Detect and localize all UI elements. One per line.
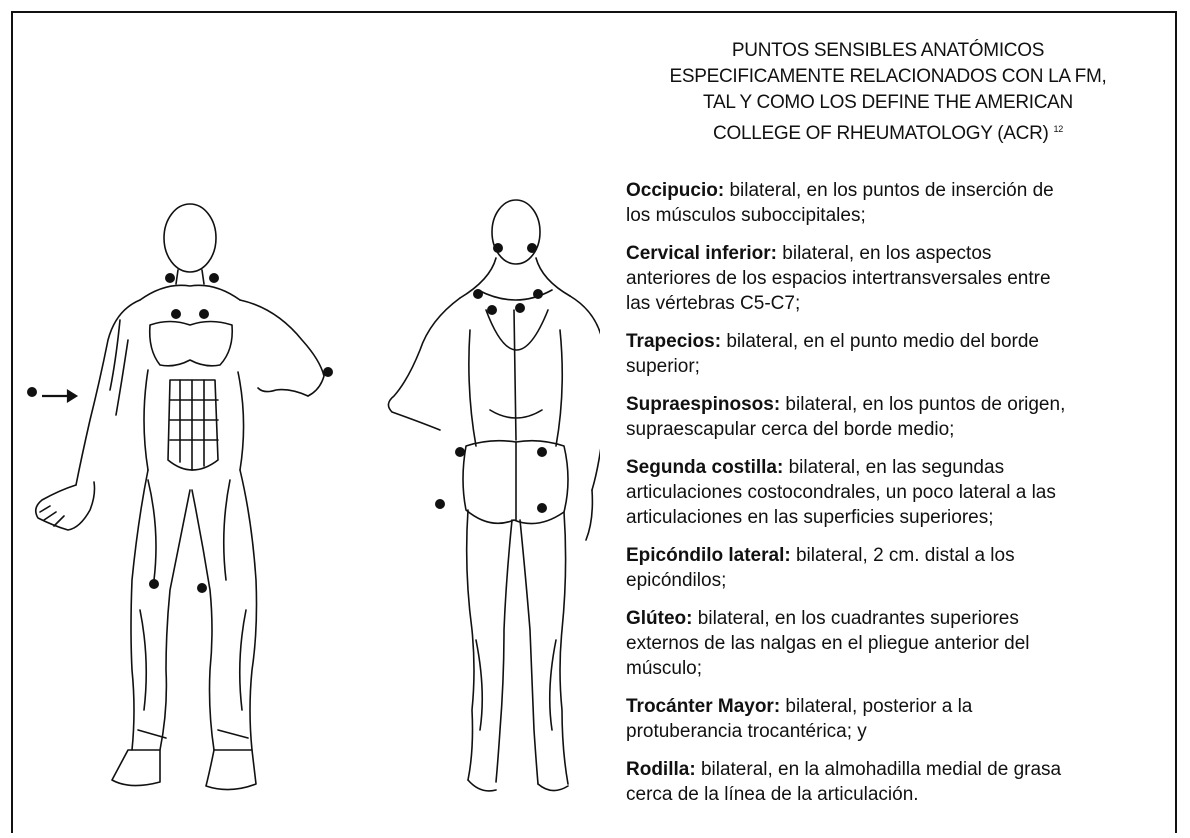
title-line-text: COLLEGE OF RHEUMATOLOGY (ACR) [713,123,1048,144]
title-line: PUNTOS SENSIBLES ANATÓMICOS [608,38,1168,64]
item-text: articulaciones en las superficies superi… [626,505,1174,530]
muscle-figures-svg [20,190,600,800]
item-text: los músculos suboccipitales; [626,203,1174,228]
item-text: externos de las nalgas en el pliegue ant… [626,631,1174,656]
item-text: bilateral, en los cuadrantes superiores [693,608,1019,629]
tender-points [27,243,547,593]
item-text: bilateral, 2 cm. distal a los [791,545,1015,566]
item-text: supraescapular cerca del borde medio; [626,417,1174,442]
list-item-supraespinosos: Supraespinosos: bilateral, en los puntos… [626,392,1174,442]
back-figure [388,200,600,791]
list-item-rodilla: Rodilla: bilateral, en la almohadilla me… [626,757,1174,807]
item-text: protuberancia trocantérica; y [626,719,1174,744]
list-item-epicondilo-lateral: Epicóndilo lateral: bilateral, 2 cm. dis… [626,543,1174,593]
tender-points-list: Occipucio: bilateral, en los puntos de i… [626,178,1174,820]
title-line: COLLEGE OF RHEUMATOLOGY (ACR) 12 [608,116,1168,147]
item-text: epicóndilos; [626,568,1174,593]
item-term: Occipucio: [626,180,724,201]
section-title: PUNTOS SENSIBLES ANATÓMICOS ESPECIFICAME… [608,38,1168,147]
title-line: ESPECIFICAMENTE RELACIONADOS CON LA FM, [608,64,1168,90]
item-text: bilateral, posterior a la [780,696,972,717]
list-item-trapecios: Trapecios: bilateral, en el punto medio … [626,329,1174,379]
item-term: Cervical inferior: [626,243,777,264]
item-text: superior; [626,354,1174,379]
item-term: Glúteo: [626,608,693,629]
item-text: cerca de la línea de la articulación. [626,782,1174,807]
item-text: bilateral, en los puntos de inserción de [724,180,1054,201]
list-item-occipucio: Occipucio: bilateral, en los puntos de i… [626,178,1174,228]
item-text: las vértebras C5-C7; [626,291,1174,316]
list-item-segunda-costilla: Segunda costilla: bilateral, en las segu… [626,455,1174,530]
front-figure [36,204,324,790]
reference-number: 12 [1054,124,1063,134]
title-line: TAL Y COMO LOS DEFINE THE AMERICAN [608,90,1168,116]
item-term: Trocánter Mayor: [626,696,780,717]
item-term: Rodilla: [626,759,696,780]
item-text: bilateral, en los puntos de origen, [780,394,1065,415]
anatomy-illustration [20,190,600,800]
item-term: Supraespinosos: [626,394,780,415]
item-term: Trapecios: [626,331,721,352]
item-text: articulaciones costocondrales, un poco l… [626,480,1174,505]
list-item-trocanter-mayor: Trocánter Mayor: bilateral, posterior a … [626,694,1174,744]
list-item-gluteo: Glúteo: bilateral, en los cuadrantes sup… [626,606,1174,681]
item-text: bilateral, en la almohadilla medial de g… [696,759,1061,780]
item-text: anteriores de los espacios intertransver… [626,266,1174,291]
item-text: músculo; [626,656,1174,681]
list-item-cervical-inferior: Cervical inferior: bilateral, en los asp… [626,241,1174,316]
item-term: Epicóndilo lateral: [626,545,791,566]
item-text: bilateral, en las segundas [783,457,1004,478]
arrow-icon [42,391,76,401]
item-text: bilateral, en los aspectos [777,243,991,264]
item-text: bilateral, en el punto medio del borde [721,331,1039,352]
item-term: Segunda costilla: [626,457,783,478]
